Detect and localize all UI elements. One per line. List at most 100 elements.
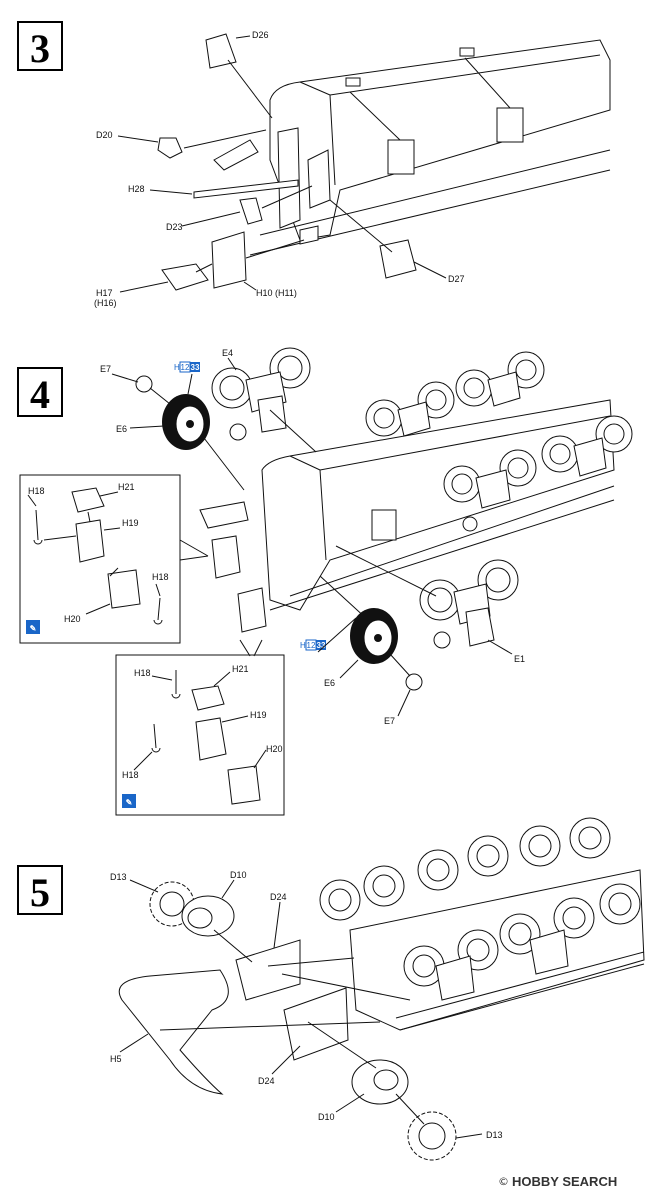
paint-brush-icon xyxy=(26,620,40,634)
label-h10-h11: H10 (H11) xyxy=(256,288,297,298)
label-e1: E1 xyxy=(514,654,525,664)
svg-text:H: H xyxy=(174,363,180,372)
paint-callout-bottom: H 12 33 xyxy=(300,639,326,651)
part-h19 xyxy=(195,717,227,761)
inset-label-h19: H19 xyxy=(250,710,267,720)
label-d13-top: D13 xyxy=(110,872,127,882)
bogie-row-far xyxy=(319,817,611,921)
label-d27: D27 xyxy=(448,274,465,284)
part-d20 xyxy=(157,137,183,159)
svg-text:✎: ✎ xyxy=(126,798,133,807)
final-drive-d10-top xyxy=(181,895,235,937)
label-e4: E4 xyxy=(222,348,233,358)
leader-lines xyxy=(119,879,483,1139)
inset-label-h18-b: H18 xyxy=(122,770,139,780)
road-wheel-bogies xyxy=(211,347,633,649)
step-number: 4 xyxy=(30,372,50,417)
bogie-e4 xyxy=(211,347,311,441)
label-h16: (H16) xyxy=(94,298,117,308)
part-h28 xyxy=(193,179,299,199)
hub-cap-e7-bottom xyxy=(405,673,423,691)
part-h20 xyxy=(107,569,141,609)
part-d27 xyxy=(379,239,417,279)
label-d10-bottom: D10 xyxy=(318,1112,335,1122)
label-h17: H17 xyxy=(96,288,113,298)
step-number: 5 xyxy=(30,870,50,915)
label-d24-bottom: D24 xyxy=(258,1076,275,1086)
label-d20: D20 xyxy=(96,130,113,140)
label-d10-top: D10 xyxy=(230,870,247,880)
part-h21 xyxy=(191,685,225,711)
assembly-arrows xyxy=(149,387,437,677)
svg-text:12: 12 xyxy=(307,641,316,650)
hub-cap-e7-top xyxy=(135,375,153,393)
tool-box-assembly-left xyxy=(211,535,241,579)
label-h28: H28 xyxy=(128,184,145,194)
inset-label-h18-b: H18 xyxy=(152,572,169,582)
label-d26: D26 xyxy=(252,30,269,40)
inset-label-h20: H20 xyxy=(266,744,283,754)
watermark-text: HOBBY SEARCH xyxy=(512,1174,617,1189)
inset-tool-box-1: H18 H21 H19 H18 H20 ✎ xyxy=(19,474,209,644)
assembly-arrows xyxy=(183,59,393,273)
paint-callout-top: H 12 33 xyxy=(174,361,200,373)
track-guard-h5 xyxy=(118,969,229,1095)
plate-d24-top xyxy=(235,939,301,1001)
part-d23 xyxy=(239,197,263,225)
inset-label-h21: H21 xyxy=(232,664,249,674)
svg-text:12: 12 xyxy=(181,363,190,372)
step-number-box xyxy=(17,21,63,71)
label-d13-bottom: D13 xyxy=(486,1130,503,1140)
idler-wheel-e6-bottom xyxy=(350,608,398,664)
bogie-e1 xyxy=(419,559,519,649)
label-e6-bottom: E6 xyxy=(324,678,335,688)
step-5: 5 xyxy=(17,817,645,1161)
part-h18-bottom xyxy=(151,723,161,753)
hull-rear-section xyxy=(213,39,611,256)
label-d23: D23 xyxy=(166,222,183,232)
idler-wheel-e6-top xyxy=(162,394,210,450)
final-drive-d10-bottom xyxy=(351,1059,409,1105)
svg-text:33: 33 xyxy=(191,363,200,372)
part-d26 xyxy=(205,33,237,69)
step-3: 3 xyxy=(17,21,611,308)
inset-label-h19: H19 xyxy=(122,518,139,528)
part-h21 xyxy=(71,487,105,513)
inset-label-h18: H18 xyxy=(28,486,45,496)
step-number-box xyxy=(17,865,63,915)
leader-lines xyxy=(117,35,447,293)
bogie-front-2 xyxy=(541,415,633,477)
hull-front-with-bogies xyxy=(319,817,645,1031)
part-h20 xyxy=(227,765,261,805)
bogie-front-1 xyxy=(443,449,537,532)
watermark-symbol: © xyxy=(498,1175,509,1188)
bogie-rear-2 xyxy=(455,351,545,407)
label-h5: H5 xyxy=(110,1054,122,1064)
svg-text:✎: ✎ xyxy=(30,624,37,633)
label-e7-top: E7 xyxy=(100,364,111,374)
sprocket-d13-bottom xyxy=(407,1111,457,1161)
inset-tool-box-2: H18 H21 H19 H18 H20 ✎ xyxy=(115,639,285,816)
label-d24-top: D24 xyxy=(270,892,287,902)
paint-brush-icon xyxy=(122,794,136,808)
step-number-box xyxy=(17,367,63,417)
part-h18-top xyxy=(33,509,43,545)
step-4: 4 xyxy=(17,347,633,816)
bogie-rear-1 xyxy=(365,381,455,437)
part-h18-top xyxy=(171,670,181,699)
svg-text:H: H xyxy=(300,641,306,650)
label-e6-top: E6 xyxy=(116,424,127,434)
inset-label-h20: H20 xyxy=(64,614,81,624)
bogie-row-near xyxy=(403,883,641,1001)
part-h19 xyxy=(75,519,105,563)
svg-text:33: 33 xyxy=(317,641,326,650)
part-h18-bottom xyxy=(153,597,163,625)
part-h17 xyxy=(161,263,209,291)
inset-label-h21: H21 xyxy=(118,482,135,492)
part-h10 xyxy=(211,231,247,289)
assembly-arrows xyxy=(159,929,425,1125)
watermark: © HOBBY SEARCH xyxy=(498,1174,617,1189)
step-number: 3 xyxy=(30,26,50,71)
tool-box-assembly-lower xyxy=(237,587,267,633)
